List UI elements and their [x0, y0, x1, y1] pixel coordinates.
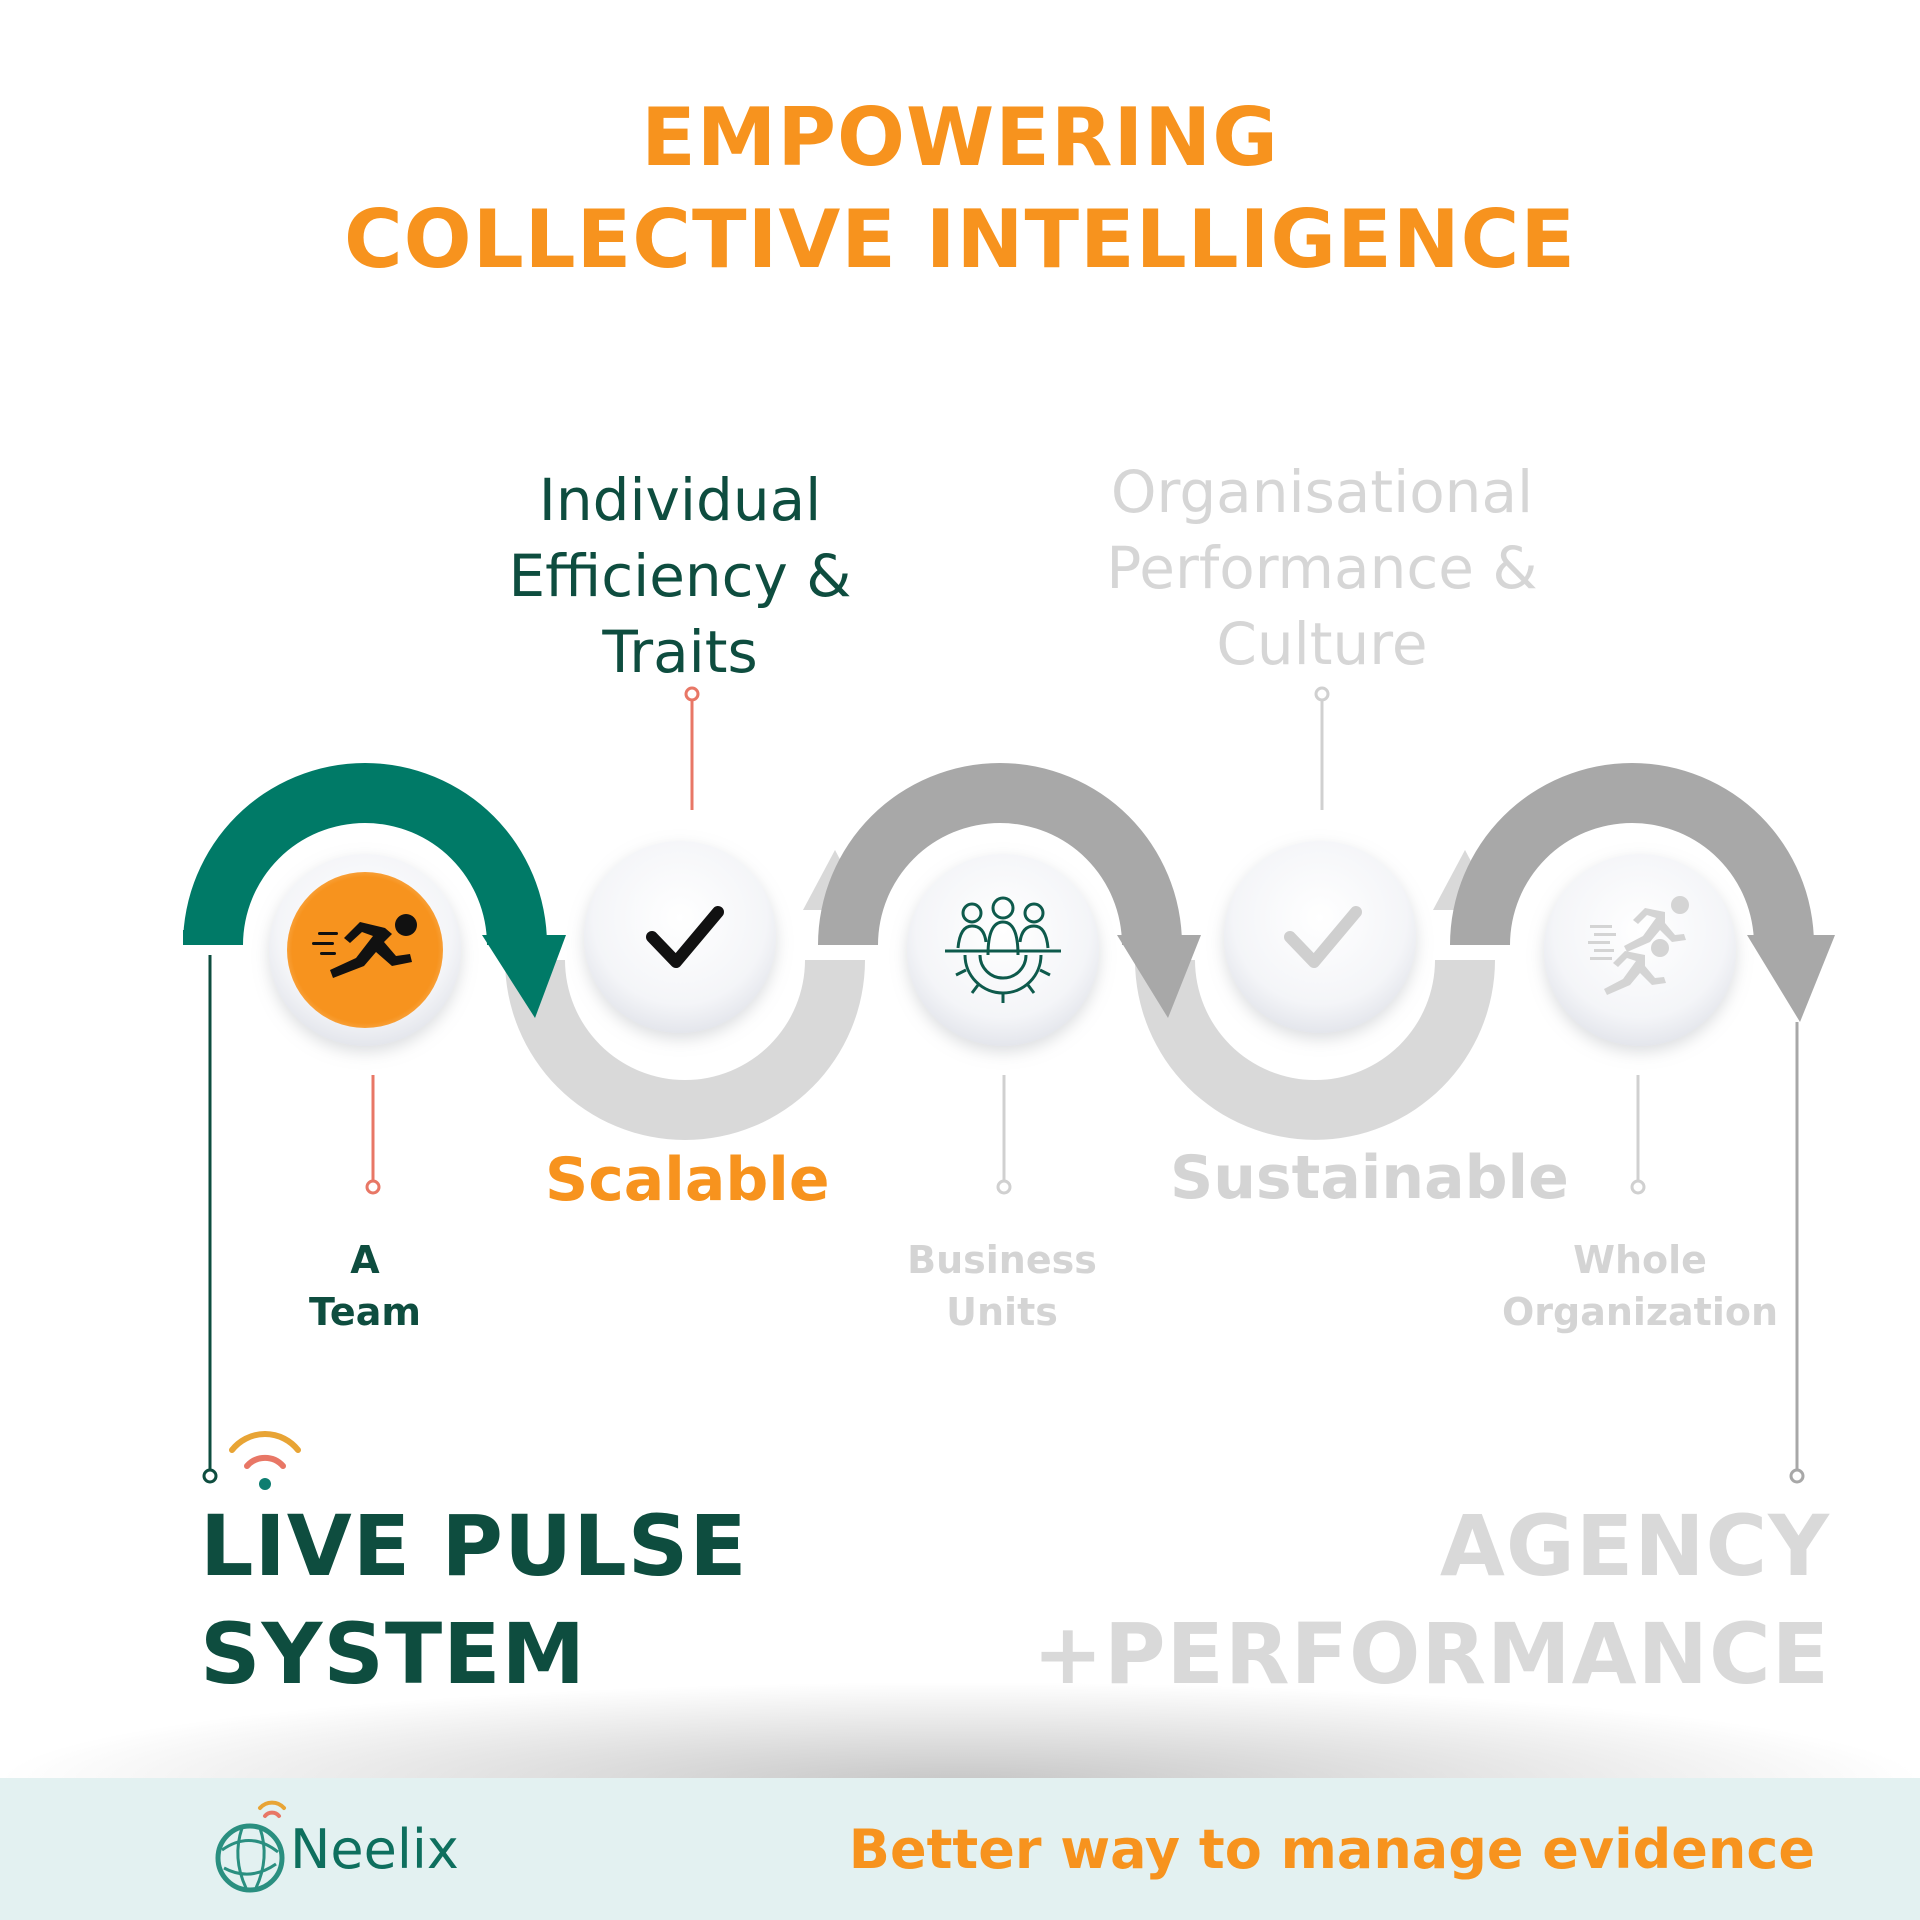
checkpoint-1 — [584, 841, 776, 1033]
stage-title-individual: Individual Efficiency & Traits — [420, 462, 940, 690]
connector-dot — [1630, 1179, 1646, 1195]
stage-label-scalable: Scalable — [545, 1145, 830, 1215]
title-line-2: COLLECTIVE INTELLIGENCE — [343, 193, 1577, 286]
stage-title-line: Efficiency & — [508, 542, 852, 610]
stage-label-sustainable: Sustainable — [1170, 1143, 1569, 1213]
neelix-globe-icon — [215, 1800, 286, 1893]
title-line-1: EMPOWERING — [641, 91, 1279, 184]
level-label-line: A — [350, 1238, 380, 1282]
stage-title-line: Performance & — [1106, 534, 1538, 602]
sprinter-icon — [312, 914, 417, 978]
footer-shadow — [0, 1682, 1920, 1782]
upper-arrowhead-2 — [1117, 935, 1201, 1018]
level-label-line: Team — [309, 1290, 421, 1334]
runners-icon — [1588, 896, 1689, 995]
level-label-business-units: Business Units — [812, 1234, 1192, 1338]
outcome-right-line-2: +PERFORMANCE — [1032, 1605, 1830, 1703]
upper-arrowhead-3 — [1747, 935, 1835, 1022]
stage-title-line: Traits — [602, 618, 758, 686]
stage-title-organisational: Organisational Performance & Culture — [1062, 454, 1582, 682]
green-arrowhead — [482, 935, 566, 1018]
node-a-team — [269, 854, 461, 1046]
connector-dot — [365, 1179, 381, 1195]
level-label-line: Business — [907, 1238, 1097, 1282]
signal-icon — [229, 1431, 301, 1490]
checkmark-icon — [646, 906, 724, 968]
connector-dot — [684, 686, 700, 702]
node-business-units — [907, 854, 1099, 1046]
level-label-line: Units — [946, 1290, 1058, 1334]
green-arc — [183, 763, 547, 945]
outcome-left-line-2: SYSTEM — [200, 1605, 587, 1703]
connector-dot — [1314, 686, 1330, 702]
upper-arc-3 — [1450, 763, 1814, 945]
level-label-a-team: A Team — [175, 1234, 555, 1338]
stage-title-line: Individual — [538, 466, 822, 534]
upper-arc-2 — [818, 763, 1182, 945]
stage-title-line: Culture — [1216, 610, 1428, 678]
tagline: Better way to manage evidence — [848, 1818, 1815, 1881]
outcome-left-line-1: LIVE PULSE — [200, 1497, 748, 1595]
checkmark-icon — [1284, 906, 1362, 968]
team-gear-icon — [945, 896, 1061, 1003]
connector-dot — [996, 1179, 1012, 1195]
right-endpoint — [1789, 1468, 1805, 1484]
level-label-whole-organization: Whole Organization — [1450, 1234, 1830, 1338]
level-label-line: Organization — [1501, 1290, 1779, 1334]
checkpoint-2 — [1224, 841, 1416, 1033]
lower-arc-1 — [505, 960, 865, 1140]
brand-name: Neelix — [290, 1818, 459, 1881]
footer-bar — [0, 1778, 1920, 1920]
node-whole-organization — [1544, 854, 1736, 1046]
stage-title-line: Organisational — [1110, 458, 1534, 526]
outcome-right-line-1: AGENCY — [1439, 1497, 1830, 1595]
left-endpoint — [202, 1468, 218, 1484]
lower-arc-2 — [1135, 960, 1495, 1140]
level-label-line: Whole — [1573, 1238, 1707, 1282]
